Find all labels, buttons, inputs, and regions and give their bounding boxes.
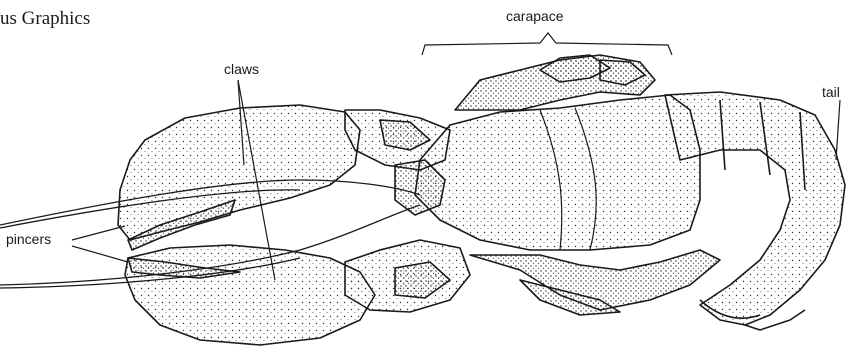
label-carapace: carapace (506, 8, 564, 24)
label-pincers: pincers (6, 231, 51, 247)
label-tail: tail (822, 84, 840, 100)
carapace-shell (415, 95, 700, 250)
publisher-credit: us Graphics (0, 8, 90, 30)
carapace-bracket (422, 33, 672, 55)
pincers-leader-1 (72, 226, 125, 240)
lower-claw (125, 245, 375, 345)
label-claws: claws (224, 61, 259, 77)
tail-leader (836, 100, 840, 160)
upper-claw (118, 105, 360, 240)
pincers-leader-2 (72, 246, 128, 262)
